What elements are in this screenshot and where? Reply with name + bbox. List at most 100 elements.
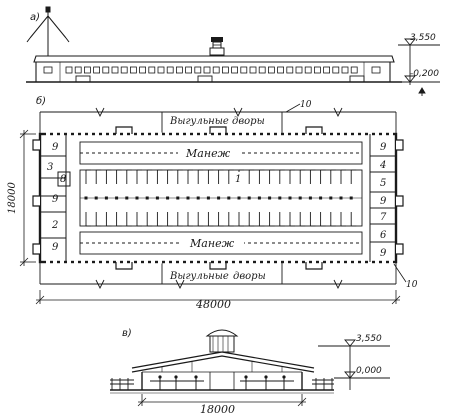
room-number-right: 7 bbox=[380, 212, 387, 223]
wall-window-mark bbox=[340, 260, 344, 264]
room-number-left: 9 bbox=[52, 142, 59, 153]
stall-post bbox=[145, 196, 149, 200]
wall-window-mark bbox=[67, 260, 71, 264]
room-number-right: 9 bbox=[380, 196, 387, 207]
wall-window-mark bbox=[193, 132, 197, 136]
wall-window-mark bbox=[312, 132, 316, 136]
wall-window-mark bbox=[158, 260, 162, 264]
wall-window-mark bbox=[228, 132, 232, 136]
wall-window-mark bbox=[46, 132, 50, 136]
wall-window-mark bbox=[235, 132, 239, 136]
wall-window-mark bbox=[242, 260, 246, 264]
stall-post bbox=[104, 196, 108, 200]
side-vestibule-left bbox=[32, 139, 40, 151]
side-vestibule-right bbox=[396, 139, 404, 151]
wall-window-mark bbox=[88, 260, 92, 264]
wall-window-mark bbox=[326, 132, 330, 136]
stall-partitions bbox=[84, 169, 357, 227]
stall-post bbox=[94, 196, 98, 200]
elevation-window bbox=[286, 66, 294, 74]
elevation-level-marks bbox=[398, 38, 440, 96]
wall-window-mark bbox=[291, 132, 295, 136]
stall-post bbox=[115, 196, 119, 200]
elevation-window bbox=[249, 66, 257, 74]
elevation-window bbox=[166, 66, 174, 74]
wall-window-mark bbox=[298, 132, 302, 136]
wall-window-mark bbox=[221, 132, 225, 136]
room-number-right: 5 bbox=[380, 178, 386, 189]
section-span-dimension bbox=[137, 394, 307, 407]
wall-window-mark bbox=[333, 132, 337, 136]
wall-window-mark bbox=[158, 132, 162, 136]
wall-window-mark bbox=[277, 260, 281, 264]
wall-window-mark bbox=[319, 260, 323, 264]
stall-post bbox=[237, 196, 241, 200]
wall-window-mark bbox=[284, 260, 288, 264]
elevation-window bbox=[120, 66, 128, 74]
wall-window-mark bbox=[81, 260, 85, 264]
elevation-view: а) bbox=[26, 6, 440, 96]
section-level-marks bbox=[318, 339, 390, 390]
wall-window-mark bbox=[354, 260, 358, 264]
manege-top-bg bbox=[178, 146, 240, 158]
wall-window-mark bbox=[179, 260, 183, 264]
elevation-bottom-mark: -0,200 bbox=[410, 69, 439, 79]
wall-window-mark bbox=[88, 132, 92, 136]
room-number-right: 6 bbox=[380, 230, 387, 241]
elevation-window bbox=[350, 66, 358, 74]
elevation-window bbox=[43, 66, 53, 74]
stall-post bbox=[319, 196, 323, 200]
elevation-window bbox=[212, 66, 220, 74]
label-a: а) bbox=[30, 12, 40, 23]
stall-post bbox=[186, 196, 190, 200]
elevation-window bbox=[221, 66, 229, 74]
wall-window-mark bbox=[95, 132, 99, 136]
elevation-window bbox=[231, 66, 239, 74]
wall-window-mark bbox=[151, 132, 155, 136]
stall-post bbox=[268, 196, 272, 200]
label-c: в) bbox=[122, 328, 132, 339]
wall-window-mark bbox=[95, 260, 99, 264]
wall-window-mark bbox=[249, 260, 253, 264]
side-vestibule-right bbox=[396, 243, 404, 255]
stall-post bbox=[227, 196, 231, 200]
wall-window-mark bbox=[186, 260, 190, 264]
side-vestibules bbox=[32, 139, 404, 255]
wall-window-mark bbox=[165, 132, 169, 136]
side-vestibule-right bbox=[396, 195, 404, 207]
stall-post bbox=[308, 196, 312, 200]
elevation-window bbox=[111, 66, 119, 74]
elevation-window-row bbox=[43, 66, 381, 74]
elevation-window bbox=[185, 66, 193, 74]
elevation-window bbox=[102, 66, 110, 74]
wall-window-mark bbox=[347, 132, 351, 136]
wall-window-mark bbox=[172, 132, 176, 136]
wall-window-mark bbox=[361, 260, 365, 264]
wall-window-mark bbox=[305, 132, 309, 136]
stall-post bbox=[329, 196, 333, 200]
elevation-window bbox=[304, 66, 312, 74]
wall-window-mark bbox=[256, 132, 260, 136]
elevation-window bbox=[267, 66, 275, 74]
section-stalls bbox=[150, 372, 294, 390]
wall-window-mark bbox=[284, 132, 288, 136]
plan-depth-dimension bbox=[19, 129, 36, 267]
elevation-window bbox=[341, 66, 349, 74]
exit-vestibules bbox=[115, 126, 323, 270]
plan-depth-label: 18000 bbox=[7, 182, 18, 214]
wall-window-mark bbox=[123, 260, 127, 264]
wall-window-mark bbox=[123, 132, 127, 136]
wall-window-mark bbox=[67, 132, 71, 136]
elevation-window bbox=[139, 66, 147, 74]
wall-window-mark bbox=[74, 260, 78, 264]
wall-window-mark bbox=[298, 260, 302, 264]
wall-window-mark bbox=[200, 260, 204, 264]
room-number-left: 2 bbox=[51, 220, 58, 231]
plan-view: б) Выгульные дворы Выгульные дворы bbox=[7, 95, 418, 311]
elevation-window bbox=[240, 66, 248, 74]
stall-post bbox=[125, 196, 129, 200]
room-number-left: 9 bbox=[52, 242, 59, 253]
section-outer-fences bbox=[110, 378, 334, 390]
